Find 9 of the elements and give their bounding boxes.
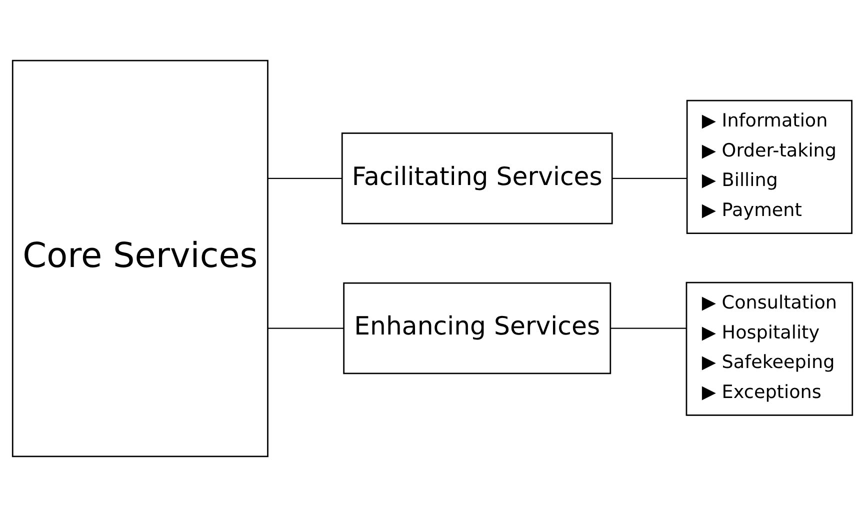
connector [612,178,687,179]
node-box: Enhancing Services [343,282,612,374]
node-box: Facilitating Services [341,132,613,224]
connector [610,328,686,329]
connector [268,178,342,179]
node-box: ▶ Consultation ▶ Hospitality ▶ Safekeeping ▶ Exceptions [686,282,854,416]
node-box: ▶ Information ▶ Order-taking ▶ Billing ▶ Payment [686,100,852,234]
connector [268,328,344,329]
node-box: Core Services [12,60,268,458]
